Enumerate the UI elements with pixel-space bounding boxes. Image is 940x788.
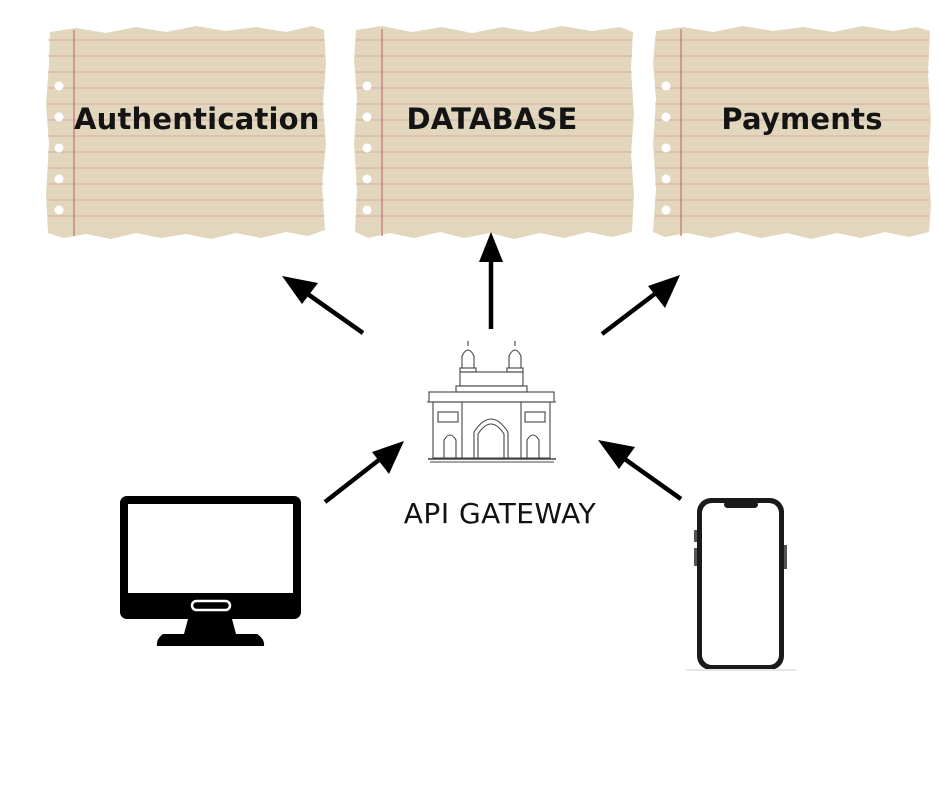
- gateway-monument-icon: [427, 341, 556, 463]
- torn-paper-background: [354, 26, 634, 239]
- torn-paper-background: [653, 26, 931, 239]
- service-note-payments: Payments: [653, 24, 931, 240]
- service-note-authentication: Authentication: [46, 24, 326, 240]
- service-note-database: DATABASE: [354, 24, 634, 240]
- torn-paper-background: [46, 26, 326, 239]
- gateway-label: API GATEWAY: [403, 497, 597, 530]
- arrow-gateway-to-authentication: [282, 276, 365, 335]
- service-label-payments: Payments: [721, 102, 883, 136]
- arrow-mobile-to-gateway: [598, 440, 683, 501]
- service-label-database: DATABASE: [406, 102, 578, 136]
- smartphone-icon: [686, 498, 796, 671]
- arrow-gateway-to-payments: [600, 275, 680, 336]
- arrow-gateway-to-database: [479, 232, 503, 329]
- service-label-authentication: Authentication: [74, 102, 320, 136]
- arrow-desktop-to-gateway: [323, 441, 404, 504]
- desktop-monitor-icon: [120, 496, 301, 646]
